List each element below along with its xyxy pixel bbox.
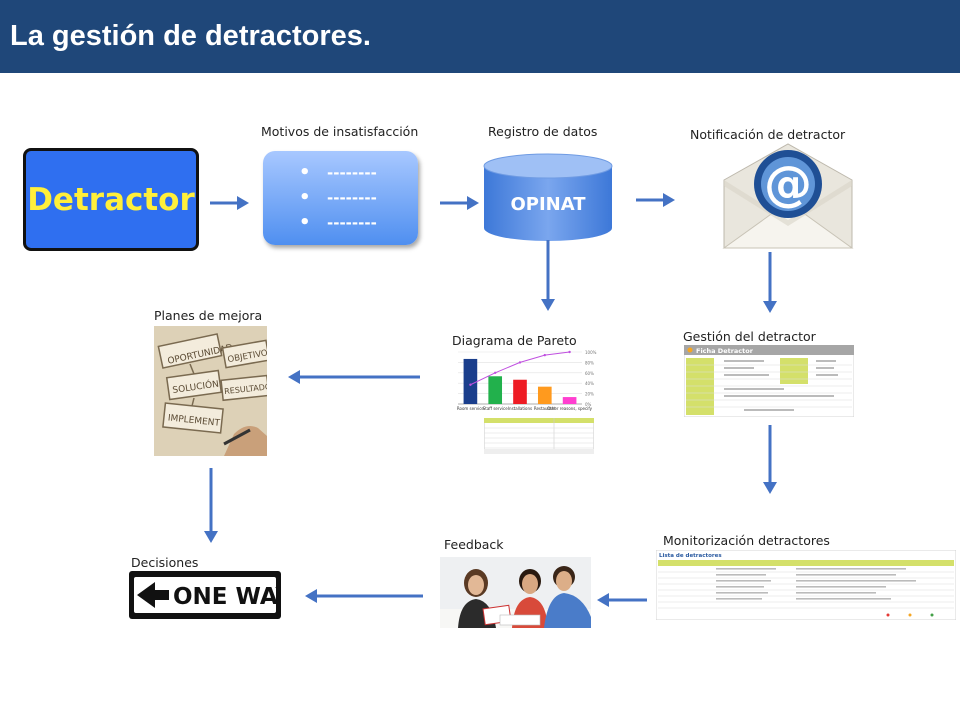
motivos-item: -------- (299, 160, 418, 186)
pareto-cumulative-point (494, 371, 497, 374)
arrow-down-icon (763, 252, 777, 313)
pareto-y2-tick: 20% (585, 392, 594, 397)
arrow-left-icon (305, 589, 423, 603)
title-bar: La gestión de detractores. (0, 0, 960, 73)
arrow-right-icon (636, 193, 675, 207)
pareto-cumulative-point (518, 361, 522, 364)
detractor-label: Detractor (27, 181, 195, 218)
label-monitorizacion: Monitorización detractores (663, 533, 830, 548)
motivos-list: -------- -------- -------- (263, 151, 418, 236)
pareto-y2-tick: 80% (585, 360, 594, 365)
label-planes: Planes de mejora (154, 308, 263, 323)
motivos-item: -------- (299, 210, 418, 236)
pareto-y2-tick: 100% (585, 350, 597, 355)
pareto-cumulative-point (568, 350, 571, 354)
arrow-down-icon (763, 425, 777, 494)
label-decisiones: Decisiones (131, 555, 199, 570)
arrow-right-icon (210, 196, 249, 210)
database-cylinder: OPINAT (483, 153, 613, 241)
label-gestion: Gestión del detractor (683, 329, 816, 344)
label-feedback: Feedback (444, 537, 504, 552)
one-way-sign-image: ONE WAY (129, 571, 281, 619)
pareto-bar (488, 376, 503, 404)
arrow-left-icon (288, 370, 420, 384)
page-title: La gestión de detractores. (10, 20, 371, 52)
email-envelope-icon: @ (722, 143, 854, 249)
plan-word: RESULTADOS (224, 382, 267, 396)
improvement-plans-image: OPORTUNIDAD OBJETIVOS SOLUCIÓN RESULTADO… (154, 326, 267, 456)
pareto-cumulative-point (543, 353, 546, 357)
feedback-photo (440, 557, 591, 628)
pareto-bar (562, 397, 577, 404)
arrow-down-icon (541, 240, 555, 311)
pareto-line (469, 350, 571, 386)
motivos-item: -------- (299, 185, 418, 211)
label-notificacion: Notificación de detractor (690, 127, 846, 142)
pareto-bar (513, 379, 527, 404)
pareto-x-tick: Restaurant (534, 406, 556, 411)
label-motivos: Motivos de insatisfacción (261, 124, 419, 139)
arrow-right-icon (440, 196, 479, 210)
label-pareto: Diagrama de Pareto (452, 333, 577, 348)
detractor-box: Detractor (23, 148, 199, 251)
pareto-x-tick: Room service (457, 406, 485, 411)
pareto-y2-tick: 40% (585, 381, 594, 386)
motivos-box: -------- -------- -------- (263, 151, 418, 245)
lista-title: Lista de detractores (659, 553, 722, 559)
pareto-bar (463, 358, 478, 404)
arrow-down-icon (204, 468, 218, 543)
label-registro: Registro de datos (488, 124, 598, 139)
database-label: OPINAT (510, 194, 586, 215)
lista-detractores-screenshot: Lista de detractores (656, 550, 956, 620)
ficha-title: Ficha Detractor (696, 347, 754, 355)
pareto-bar (537, 386, 552, 404)
svg-text:@: @ (764, 156, 812, 212)
pareto-y2-tick: 0% (585, 402, 592, 407)
pareto-x-tick: Staff service (483, 406, 508, 411)
sign-text: ONE WAY (173, 584, 281, 610)
pareto-table (484, 418, 594, 454)
pareto-y2-tick: 60% (585, 371, 594, 376)
pareto-x-tick: Other reasons, specify (547, 406, 593, 411)
pareto-bars (463, 358, 577, 404)
arrow-left-icon (597, 593, 647, 607)
ficha-detractor-screenshot: Ficha Detractor (684, 345, 854, 417)
pareto-cumulative-point (469, 383, 472, 386)
pareto-x-tick: Installations (508, 406, 532, 411)
